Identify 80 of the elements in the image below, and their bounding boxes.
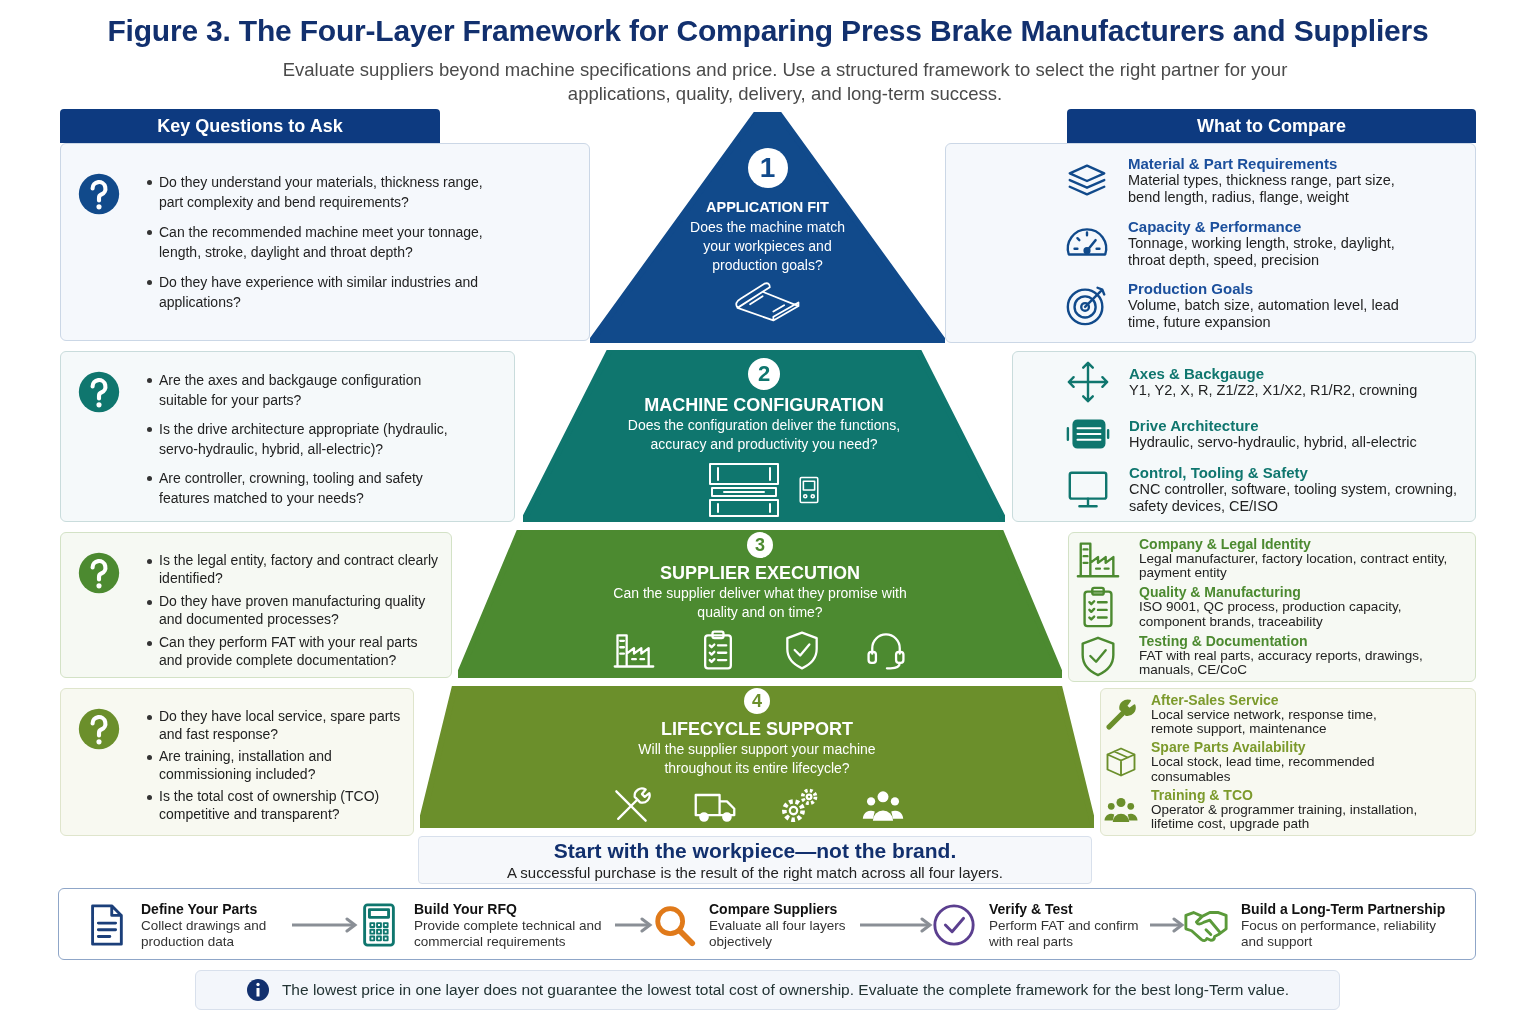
question-panel: [60, 688, 414, 836]
question-text: Do they have experience with similar industries and applications?: [145, 272, 490, 312]
step-title: Compare Suppliers: [709, 900, 839, 918]
arrow: [860, 917, 932, 933]
layer-title: SUPPLIER EXECUTION: [660, 562, 860, 584]
layer-question: Does the machine match your workpieces and production goals?: [689, 218, 846, 275]
criterion-text: Hydraulic, servo-hydraulic, hybrid, all-electric: [1129, 434, 1417, 451]
layer-question: Does the configuration deliver the functions, accuracy and productivity you need?: [626, 416, 902, 454]
criterion-text: Volume, batch size, automation level, lead time, future expansion: [1128, 296, 1400, 331]
criterion-text: Tonnage, working length, stroke, daylight, throat depth, speed, precision: [1128, 234, 1396, 269]
criterion-heading: Company & Legal Identity: [1139, 536, 1311, 552]
layer-title: MACHINE CONFIGURATION: [644, 394, 884, 416]
layer-question: Can the supplier deliver what they promise with quality and on time?: [612, 584, 908, 622]
question-text: Are controller, crowning, tooling and safety features matched to your needs?: [145, 468, 470, 508]
criterion-text: Y1, Y2, X, R, Z1/Z2, X1/X2, R1/R2, crowning: [1129, 381, 1418, 399]
pyramid-layer: [523, 350, 1005, 522]
criterion-text: ISO 9001, QC process, production capacity, component brands, traceability: [1139, 600, 1403, 629]
question-text: Can the recommended machine meet your tonnage, length, stroke, daylight and throat depth?: [145, 222, 490, 262]
step-title: Build Your RFQ: [414, 900, 518, 918]
question-text: Can they perform FAT with your real parts and provide complete documentation?: [145, 633, 441, 669]
tagline-text: A successful purchase is the result of the right match across all four layers.: [506, 862, 1004, 882]
criterion-text: Material types, thickness range, part size, bend length, radius, flange, weight: [1128, 172, 1396, 207]
criterion-heading: Control, Tooling & Safety: [1129, 463, 1309, 481]
figure-title: Figure 3. The Four-Layer Framework for Comparing Press Brake Manufacturers and Suppliers: [106, 14, 1430, 48]
criterion-heading: Drive Architecture: [1129, 417, 1260, 434]
criterion-text: FAT with real parts, accuracy reports, drawings, manuals, CE/CoC: [1139, 648, 1424, 678]
pyramid-layer: [420, 686, 1094, 828]
criterion-text: Operator & programmer training, installation, lifetime cost, upgrade path: [1151, 802, 1419, 832]
comparison-panel: [1100, 688, 1476, 836]
criterion-text: CNC controller, software, tooling system, crowning, safety devices, CE/ISO: [1129, 480, 1458, 515]
step-title: Define Your Parts: [141, 900, 259, 918]
step-title: Build a Long-Term Partnership: [1241, 900, 1447, 918]
step-text: Focus on performance, reliability and support: [1241, 917, 1438, 950]
step-text: Provide complete technical and commercial requirements: [414, 917, 603, 950]
criterion-heading: After-Sales Service: [1151, 692, 1280, 708]
tagline-box: [418, 836, 1092, 884]
question-text: Is the total cost of ownership (TCO) competitive and transparent?: [145, 787, 403, 823]
question-text: Are training, installation and commissioning included?: [145, 747, 403, 783]
pyramid-layer: [590, 112, 945, 343]
question-panel: [60, 143, 590, 341]
step-title: Verify & Test: [989, 900, 1074, 918]
step-text: Evaluate all four layers objectively: [709, 917, 847, 950]
question-panel: [60, 351, 515, 522]
criterion-text: Local stock, lead time, recommended consumables: [1151, 755, 1376, 784]
layer-title: APPLICATION FIT: [706, 198, 829, 217]
step-text: Perform FAT and confirm with real parts: [989, 917, 1140, 950]
criterion-text: Local service network, response time, remote support, maintenance: [1151, 707, 1378, 737]
question-panel: [60, 532, 452, 678]
comparison-panel: [1068, 532, 1476, 682]
step-text: Collect drawings and production data: [141, 917, 268, 950]
layer-title: LIFECYCLE SUPPORT: [661, 718, 853, 740]
question-text: Do they have proven manufacturing quality and documented processes?: [145, 592, 441, 628]
note-text: The lowest price in one layer does not guarantee the lowest total cost of ownership. Evaluate the complete framework for the best long-Term value.: [281, 981, 1290, 999]
criterion-heading: Spare Parts Availability: [1151, 740, 1307, 755]
subtitle: Evaluate suppliers beyond machine specifications and price. Use a structured framework to select the right partner for your applications, quality, delivery, and long-term success.: [281, 58, 1289, 106]
criterion-heading: Quality & Manufacturing: [1139, 585, 1302, 600]
note-box: [195, 970, 1340, 1010]
comparison-panel: [1012, 351, 1476, 522]
section-tab: What to Compare: [1067, 109, 1476, 143]
criterion-heading: Training & TCO: [1151, 787, 1254, 803]
layer-question: Will the supplier support your machine throughout its entire lifecycle?: [637, 740, 877, 778]
criterion-heading: Material & Part Requirements: [1128, 155, 1339, 173]
criterion-text: Legal manufacturer, factory location, contract entity, payment entity: [1139, 551, 1449, 581]
arrow: [615, 917, 652, 933]
criterion-heading: Capacity & Performance: [1128, 217, 1303, 235]
arrow: [1150, 917, 1184, 933]
pyramid-layer: [458, 530, 1062, 678]
process-bar: [58, 888, 1476, 960]
question-text: Do they understand your materials, thickness range, part complexity and bend requirements?: [145, 172, 490, 212]
question-text: Do they have local service, spare parts and fast response?: [145, 707, 403, 743]
criterion-heading: Axes & Backgauge: [1129, 364, 1266, 382]
comparison-panel: [945, 143, 1476, 343]
tagline-heading: Start with the workpiece—not the brand.: [553, 838, 957, 863]
question-text: Is the drive architecture appropriate (hydraulic, servo-hydraulic, hybrid, all-electric)?: [145, 419, 470, 459]
arrow: [292, 917, 357, 933]
section-tab: Key Questions to Ask: [60, 109, 440, 143]
question-text: Is the legal entity, factory and contract clearly identified?: [145, 551, 441, 587]
question-text: Are the axes and backgauge configuration suitable for your parts?: [145, 370, 470, 410]
criterion-heading: Testing & Documentation: [1139, 633, 1309, 649]
criterion-heading: Production Goals: [1128, 279, 1254, 297]
